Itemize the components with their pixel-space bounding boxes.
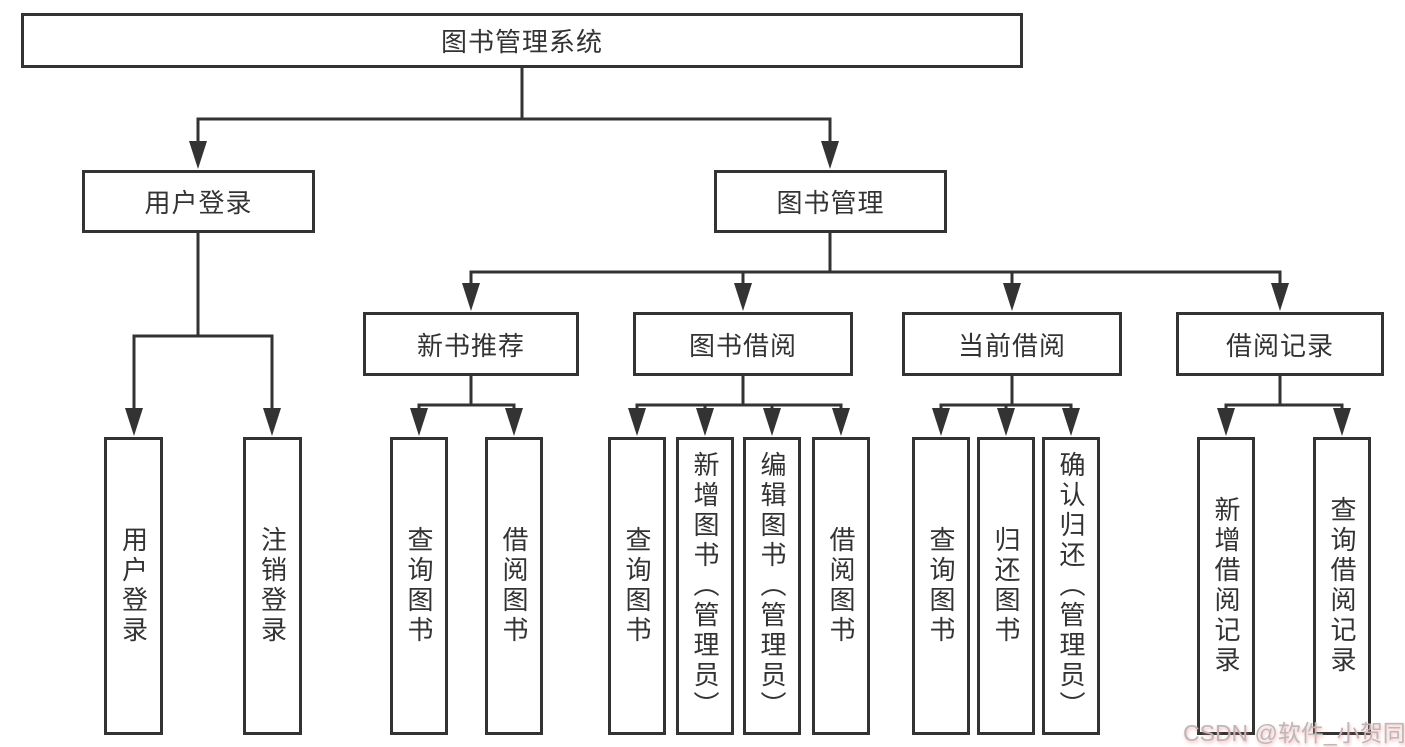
arrow-icon [1271, 283, 1289, 311]
arrow-icon [1217, 408, 1235, 436]
arrow-icon [1003, 283, 1021, 311]
node-leaf-edit-books-admin: 编辑图书（管理员） [743, 437, 801, 735]
leaf-label: 查询借阅记录 [1327, 496, 1357, 676]
leaf-label: 新增图书（管理员） [690, 451, 720, 721]
connector-newbook-to-leaves [417, 376, 516, 414]
arrow-icon [628, 408, 646, 436]
arrow-icon [125, 408, 143, 436]
csdn-watermark: CSDN @软件_小贺同学 [1183, 720, 1405, 746]
leaf-label: 借阅图书 [499, 526, 529, 646]
node-leaf-logout: 注销登录 [243, 437, 302, 735]
node-leaf-return-books: 归还图书 [977, 437, 1035, 735]
node-leaf-search-books-1: 查询图书 [390, 437, 448, 735]
leaf-label: 新增借阅记录 [1211, 496, 1241, 676]
node-user-login: 用户登录 [82, 170, 315, 233]
node-leaf-add-books-admin: 新增图书（管理员） [676, 437, 734, 735]
node-root: 图书管理系统 [21, 13, 1023, 68]
leaf-label: 编辑图书（管理员） [757, 451, 787, 721]
node-leaf-borrow-books-1: 借阅图书 [485, 437, 543, 735]
node-borrowing-records: 借阅记录 [1176, 312, 1384, 376]
leaf-label: 注销登录 [257, 526, 288, 646]
arrow-icon [832, 408, 850, 436]
node-leaf-add-borrow-record: 新增借阅记录 [1197, 437, 1255, 735]
arrow-icon [1062, 408, 1080, 436]
node-leaf-borrow-books-2: 借阅图书 [812, 437, 870, 735]
leaf-label: 查询图书 [926, 526, 956, 646]
connector-borrowing-to-leaves [635, 376, 843, 414]
node-leaf-confirm-return-admin: 确认归还（管理员） [1042, 437, 1100, 735]
arrow-icon [932, 408, 950, 436]
arrow-icon [189, 141, 207, 169]
node-new-book-recommend: 新书推荐 [363, 312, 579, 376]
leaf-label: 借阅图书 [826, 526, 856, 646]
node-book-management: 图书管理 [714, 170, 947, 233]
connector-bookmgmt-to-level3 [469, 233, 1282, 290]
node-leaf-search-books-3: 查询图书 [912, 437, 970, 735]
leaf-label: 归还图书 [991, 526, 1021, 646]
arrow-icon [1333, 408, 1351, 436]
arrow-icon [763, 408, 781, 436]
arrow-icon [263, 408, 281, 436]
leaf-label: 查询图书 [622, 526, 652, 646]
arrow-icon [505, 408, 523, 436]
node-leaf-search-borrow-record: 查询借阅记录 [1313, 437, 1371, 735]
arrow-icon [997, 408, 1015, 436]
connector-root-to-level2 [196, 68, 832, 147]
leaf-label: 查询图书 [404, 526, 434, 646]
leaf-label: 确认归还（管理员） [1056, 451, 1086, 721]
connector-userlogin-to-leaves [132, 233, 274, 414]
arrow-icon [696, 408, 714, 436]
arrow-icon [734, 283, 752, 311]
node-leaf-search-books-2: 查询图书 [608, 437, 666, 735]
leaf-label: 用户登录 [118, 526, 149, 646]
node-leaf-user-login: 用户登录 [104, 437, 163, 735]
node-current-borrowing: 当前借阅 [902, 312, 1122, 376]
arrowheads [125, 141, 1351, 436]
node-book-borrowing: 图书借阅 [633, 312, 853, 376]
arrow-icon [410, 408, 428, 436]
arrow-icon [821, 141, 839, 169]
arrow-icon [462, 283, 480, 311]
connector-records-to-leaves [1224, 376, 1344, 414]
